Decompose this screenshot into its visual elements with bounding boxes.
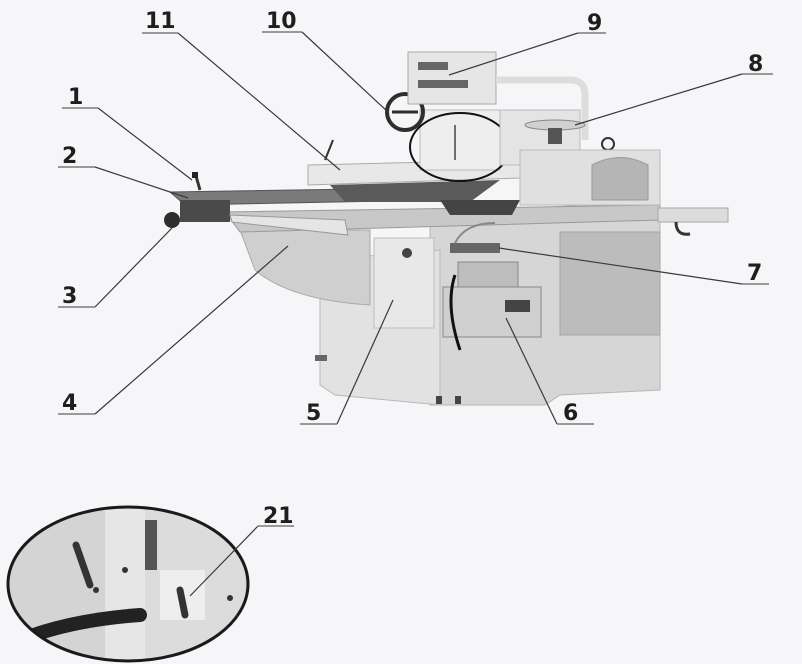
callout-number: 4	[62, 391, 77, 416]
callout-4: 4	[58, 245, 289, 416]
callout-3: 3	[58, 227, 173, 309]
callout-number: 5	[306, 401, 321, 426]
lube-manifold	[450, 243, 500, 253]
callout-8: 8	[574, 52, 773, 126]
callout-leader-line	[498, 247, 743, 285]
callout-leader-line	[94, 227, 173, 308]
guard-cover	[239, 229, 371, 306]
callout-6: 6	[505, 317, 594, 426]
callout-leader-line	[97, 107, 193, 181]
callout-21: 21	[189, 504, 294, 597]
callout-number: 9	[587, 11, 602, 36]
callout-leader-line	[301, 31, 389, 113]
callout-leader-line	[94, 245, 289, 415]
callout-labels: 1 2 3 4 5 6 7 8 9 10 11 21	[58, 9, 773, 597]
callout-leader-line	[189, 525, 259, 597]
callout-leader-line	[448, 32, 579, 76]
callout-leader-line	[177, 32, 341, 171]
callout-2: 2	[58, 144, 189, 199]
callout-number: 2	[62, 144, 77, 169]
callout-10: 10	[262, 9, 389, 113]
callout-11: 11	[142, 9, 341, 171]
control-panel	[407, 51, 497, 105]
inset-border	[6, 505, 250, 663]
callout-leader-line	[574, 73, 743, 126]
handwheel	[164, 212, 180, 228]
callout-number: 6	[563, 401, 578, 426]
callout-number: 10	[266, 9, 297, 34]
callout-leader-line	[336, 299, 394, 425]
callout-leader-line	[505, 317, 558, 425]
callout-5: 5	[300, 299, 394, 426]
lock-knob	[402, 248, 412, 258]
callout-number: 8	[748, 52, 763, 77]
callout-number: 21	[263, 504, 294, 529]
callout-leader-line	[94, 166, 189, 199]
callout-number: 1	[68, 85, 83, 110]
side-panel	[559, 231, 661, 336]
clamp-lever	[176, 586, 189, 619]
callout-1: 1	[62, 85, 193, 181]
height-handwheel	[385, 92, 425, 132]
callout-9: 9	[448, 11, 606, 76]
callout-number: 7	[747, 261, 762, 286]
callout-number: 11	[145, 9, 176, 34]
callout-7: 7	[498, 247, 769, 286]
callout-number: 3	[62, 284, 77, 309]
